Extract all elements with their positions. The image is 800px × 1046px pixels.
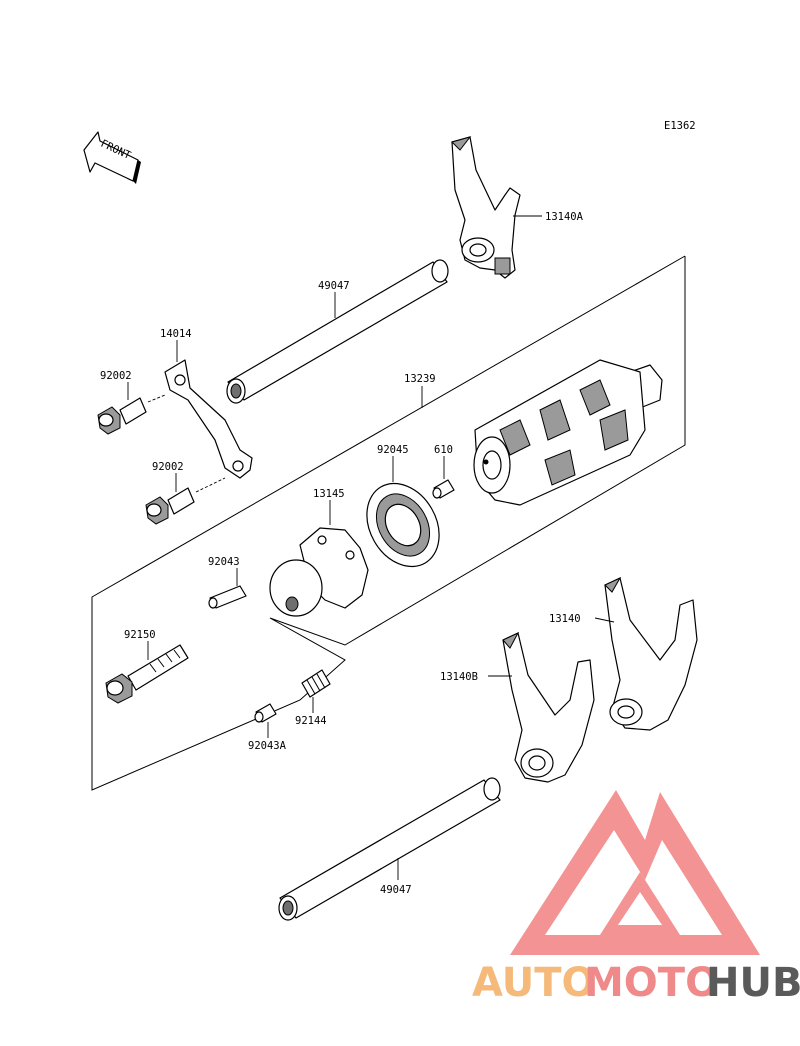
label-13140B: 13140B xyxy=(440,671,478,683)
label-13140A: 13140A xyxy=(545,211,584,223)
shaft-49047-top xyxy=(226,259,449,404)
label-92144: 92144 xyxy=(295,715,327,727)
watermark-moto: MOTO xyxy=(584,960,719,1006)
leader-92002-a-dash xyxy=(147,394,166,403)
cam-13145 xyxy=(269,527,369,617)
label-13239: 13239 xyxy=(404,373,436,385)
label-92002-a: 92002 xyxy=(100,370,132,382)
label-49047-bottom: 49047 xyxy=(380,884,412,896)
label-92150: 92150 xyxy=(124,629,156,641)
plate-14014 xyxy=(164,359,253,479)
shaft-49047-bottom xyxy=(278,777,501,921)
watermark-text: AUTO MOTO HUB xyxy=(472,960,800,1006)
shift-fork-13140A xyxy=(451,136,521,279)
bolt-92150 xyxy=(105,644,189,704)
label-14014: 14014 xyxy=(160,328,192,340)
pin-92043 xyxy=(208,585,247,609)
label-92043: 92043 xyxy=(208,556,240,568)
watermark-logo xyxy=(510,790,760,955)
label-610: 610 xyxy=(434,444,453,456)
diagram-code: E1362 xyxy=(664,120,696,132)
shift-drum-13239 xyxy=(473,359,663,506)
watermark-auto: AUTO xyxy=(472,960,596,1006)
shift-fork-13140 xyxy=(604,576,698,731)
assembly-frame xyxy=(91,255,686,791)
label-13140: 13140 xyxy=(549,613,581,625)
leader-13140 xyxy=(594,617,615,623)
bolt-92002-a xyxy=(97,397,147,435)
label-49047-top: 49047 xyxy=(318,280,350,292)
shift-fork-13140B xyxy=(502,631,595,783)
bolt-92002-b xyxy=(145,487,195,525)
bearing-92045 xyxy=(366,482,440,568)
leader-92002-b-dash xyxy=(195,477,226,493)
label-92002-b: 92002 xyxy=(152,461,184,473)
watermark-hub: HUB xyxy=(706,960,800,1006)
pin-610 xyxy=(432,479,455,499)
front-arrow-icon: FRONT xyxy=(83,131,141,184)
spring-92144 xyxy=(301,669,331,698)
pin-92043A xyxy=(254,703,277,723)
label-92045: 92045 xyxy=(377,444,409,456)
label-92043A: 92043A xyxy=(248,740,287,752)
label-13145: 13145 xyxy=(313,488,345,500)
